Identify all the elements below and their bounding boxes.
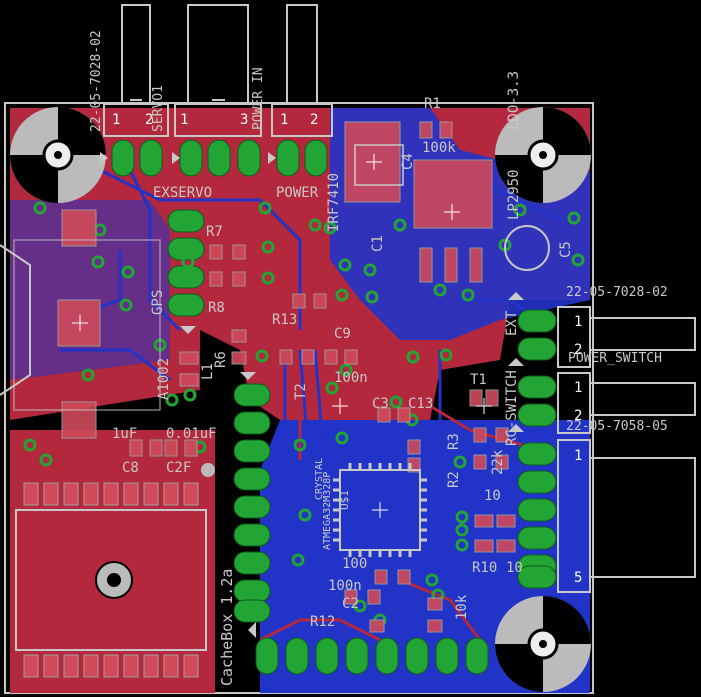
label-ext: EXT xyxy=(504,310,520,336)
label-ext-pin-1: 1 xyxy=(574,314,582,330)
label-rc-switch: RC-SWITCH xyxy=(504,370,520,446)
pads-bottom-row xyxy=(255,637,489,675)
label-r-10: 10 xyxy=(506,560,523,576)
label-r10: R10 xyxy=(472,560,497,576)
pads-gps-header xyxy=(167,209,205,317)
label-r6: R6 xyxy=(213,351,229,368)
label-c2-value: 100n xyxy=(328,578,362,594)
label-pin-2a: 2 xyxy=(145,112,153,128)
origin-markers xyxy=(72,154,492,414)
gps-antenna-outline xyxy=(13,239,161,411)
label-br-pin-5: 5 xyxy=(574,570,582,586)
top-connector-housings xyxy=(103,4,333,137)
mounting-hole-br xyxy=(495,596,591,692)
label-c13: C13 xyxy=(408,396,433,412)
mounting-holes xyxy=(10,107,591,692)
label-r1: R1 xyxy=(424,96,441,112)
label-r1-value: 100k xyxy=(422,140,456,156)
pin1-markers xyxy=(100,152,524,638)
label-pin-1a: 1 xyxy=(112,112,120,128)
label-c-100: 100 xyxy=(342,556,367,572)
label-r-22k: 22k xyxy=(490,449,506,475)
label-r13: R13 xyxy=(272,312,297,328)
label-pin-1c: 1 xyxy=(280,112,288,128)
sd-card-hole-inner xyxy=(107,573,121,587)
label-ext-part: 22-05-7028-02 xyxy=(566,285,668,300)
ic-irf-outline xyxy=(354,144,404,186)
label-c5: C5 xyxy=(558,241,574,258)
label-r3: R3 xyxy=(446,433,462,450)
gps-module-outline xyxy=(0,244,31,396)
label-r12: R12 xyxy=(310,614,335,630)
label-c2f-value: 0.01uF xyxy=(166,426,217,442)
label-pin-2c: 2 xyxy=(310,112,318,128)
label-t2: T2 xyxy=(293,383,309,400)
label-ldo: LDO-3.3 xyxy=(506,71,522,130)
test-point xyxy=(201,463,215,477)
label-crystal: CRYSTAL xyxy=(314,458,325,500)
pads-right-headers xyxy=(517,309,557,589)
label-switch-pin-2: 2 xyxy=(574,408,582,424)
label-pin-3b: 3 xyxy=(240,112,248,128)
label-ext-pin-2: 2 xyxy=(574,342,582,358)
label-gps: GPS xyxy=(150,290,166,315)
sd-card-pads xyxy=(23,482,199,678)
pads-left-column xyxy=(233,383,271,623)
label-r7: R7 xyxy=(206,224,223,240)
label-part-top-servo: 22-05-7028-02 xyxy=(89,30,104,132)
label-exservo: EXSERVO xyxy=(153,185,212,201)
label-bottom-right-part: 22-05-7058-05 xyxy=(566,419,668,434)
label-atmega: ATMEGA32M328P xyxy=(322,472,333,550)
mounting-hole-tr xyxy=(495,107,591,203)
mounting-hole-tl xyxy=(10,107,106,203)
label-c2f: C2F xyxy=(166,460,191,476)
label-pin-1b: 1 xyxy=(180,112,188,128)
traces xyxy=(59,138,561,642)
label-c8: C8 xyxy=(122,460,139,476)
label-switch-pin-1: 1 xyxy=(574,380,582,396)
label-power-switch: POWER_SWITCH xyxy=(568,351,662,366)
label-power-in: POWER IN xyxy=(251,67,266,130)
right-connector-housings xyxy=(557,306,696,593)
sd-card-outline xyxy=(15,509,207,651)
label-c3: C3 xyxy=(372,396,389,412)
label-c2: C2 xyxy=(342,596,359,612)
transistor-c5 xyxy=(504,225,550,271)
label-u1: U$1 xyxy=(338,490,351,510)
label-br-pin-1: 1 xyxy=(574,448,582,464)
label-l1: L1 xyxy=(200,363,216,380)
label-board-name: CacheBox 1.2a xyxy=(218,569,236,686)
label-t1: T1 xyxy=(470,372,487,388)
label-power: POWER xyxy=(276,185,319,201)
label-servo1: SERVO1 xyxy=(151,85,166,132)
label-r-10k: 10k xyxy=(454,594,470,620)
label-c8-value: 1uF xyxy=(112,426,137,442)
label-u2: LP2950 xyxy=(506,169,522,220)
label-r2: R2 xyxy=(446,471,462,488)
label-irf: IRF7410 xyxy=(326,173,342,232)
label-r-value-2: 10 xyxy=(484,488,501,504)
label-c9: C9 xyxy=(334,326,351,342)
silkscreen-text: 22-05-7028-02 SERVO1 POWER IN 1 2 1 3 1 … xyxy=(89,30,668,686)
label-r8: R8 xyxy=(208,300,225,316)
mcu-chip xyxy=(333,463,427,557)
label-c4: C4 xyxy=(400,153,416,170)
label-c9-value: 100n xyxy=(334,370,368,386)
label-gps-chip: A1002 xyxy=(156,358,172,400)
pads-top-row xyxy=(111,139,328,177)
label-c1: C1 xyxy=(370,235,386,252)
